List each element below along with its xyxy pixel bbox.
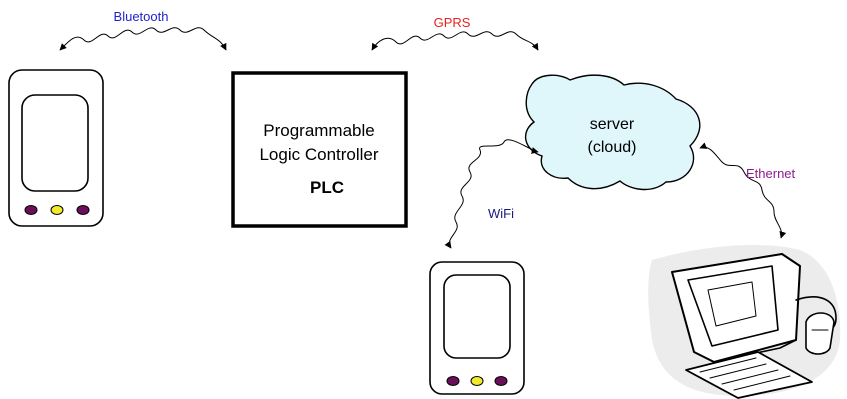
plc-title-line2: Logic Controller xyxy=(259,145,378,164)
ethernet-link xyxy=(699,142,787,239)
plc-abbreviation: PLC xyxy=(310,178,344,197)
server-label-line2: (cloud) xyxy=(588,139,637,156)
server-label-line1: server xyxy=(590,116,635,133)
handheld-button xyxy=(494,376,508,386)
handheld-device-icon xyxy=(8,69,104,227)
wifi-label: WiFi xyxy=(488,206,514,221)
handheld-button xyxy=(24,205,38,215)
handheld-button xyxy=(50,205,64,215)
handheld-button xyxy=(76,205,90,215)
gprs-link xyxy=(371,31,539,51)
ethernet-label: Ethernet xyxy=(746,166,796,181)
handheld-device-icon xyxy=(429,261,525,395)
bluetooth-label: Bluetooth xyxy=(114,9,169,24)
handheld-button xyxy=(470,376,484,386)
server-cloud: server (cloud) xyxy=(524,74,701,191)
handheld-button xyxy=(446,376,460,386)
wifi-link xyxy=(444,139,539,249)
plc-box: Programmable Logic Controller PLC xyxy=(231,71,408,228)
gprs-label: GPRS xyxy=(434,15,471,30)
plc-title-line1: Programmable xyxy=(263,121,375,140)
bluetooth-link xyxy=(59,27,227,51)
desktop-computer-icon xyxy=(648,245,841,399)
